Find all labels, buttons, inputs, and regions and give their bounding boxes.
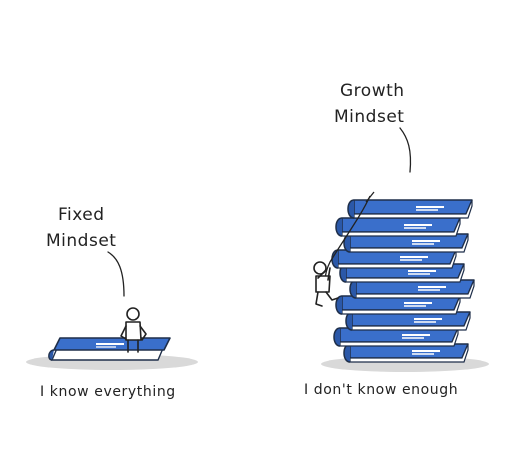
stack-book-2 (333, 327, 459, 347)
growth-label-line1: Growth (340, 81, 405, 101)
fixed-pointer-line (107, 251, 125, 297)
growth-pointer-line (399, 127, 412, 173)
fixed-caption: I know everything (40, 384, 176, 400)
growth-mindset-scene: Growth Mindset I don't know enough (304, 81, 489, 398)
fixed-label-line2: Mindset (46, 231, 116, 251)
growth-caption: I don't know enough (304, 382, 458, 398)
stack-book-5 (349, 279, 475, 299)
stack-book-1 (343, 343, 469, 363)
fixed-label-line1: Fixed (58, 205, 105, 225)
stack-book-9 (335, 217, 461, 237)
climbing-figure (313, 261, 339, 307)
stack-book-3 (345, 311, 471, 331)
stack-book-4 (335, 295, 461, 315)
sitting-figure (120, 307, 147, 353)
growth-label-line2: Mindset (334, 107, 404, 127)
flat-book (48, 337, 171, 361)
fixed-mindset-scene: Fixed Mindset I know everything (26, 205, 198, 400)
stack-book-8 (343, 233, 469, 253)
stack-book-7 (331, 249, 457, 269)
